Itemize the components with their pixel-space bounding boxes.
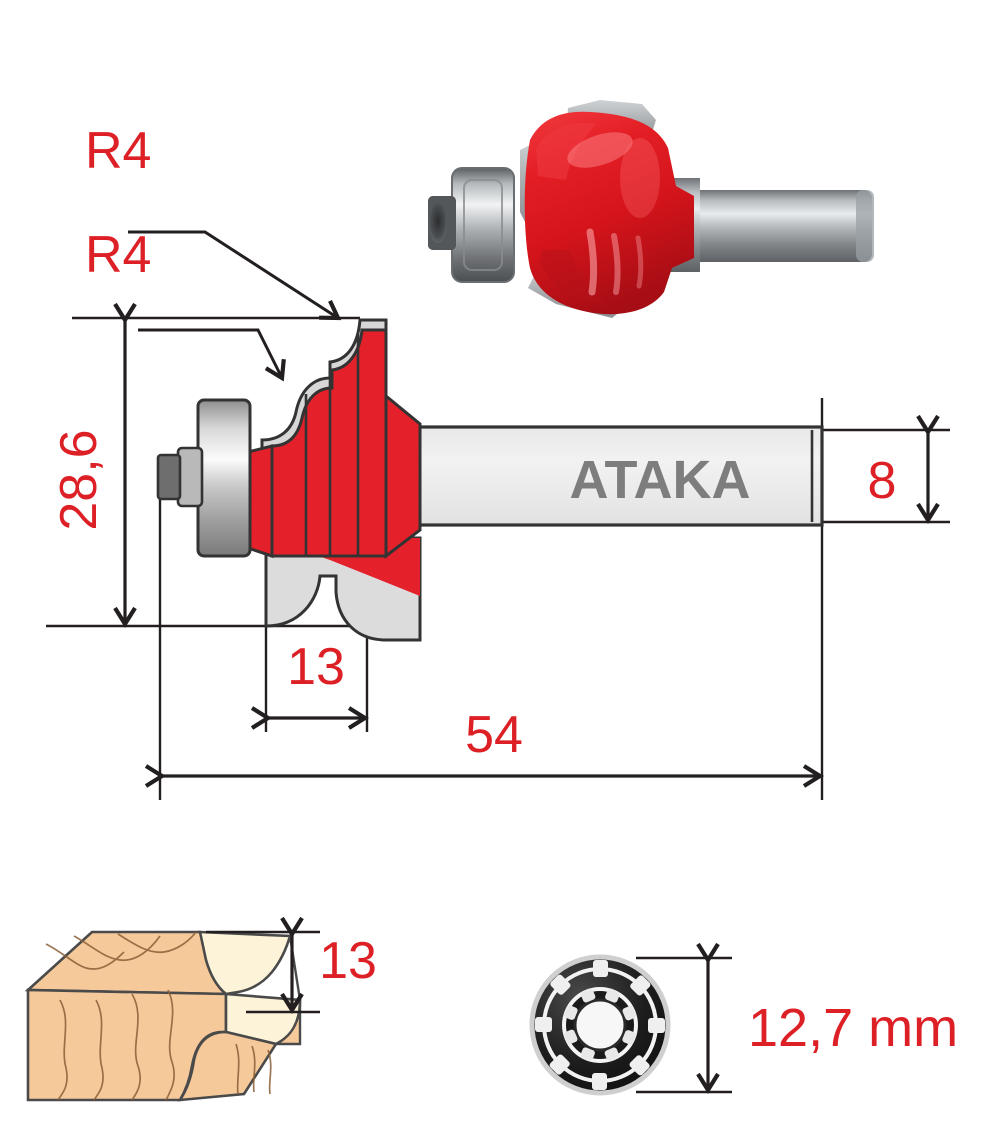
router-bit-photograph bbox=[428, 100, 874, 318]
label-r4-upper: R4 bbox=[85, 122, 151, 180]
shank-body bbox=[416, 425, 824, 527]
label-length-54: 54 bbox=[465, 706, 523, 764]
leader-r4-lower bbox=[138, 328, 286, 382]
cutter-head bbox=[246, 318, 422, 560]
label-workpiece-13: 13 bbox=[319, 932, 377, 990]
ball-bearing-end-view: 12,7 mm bbox=[529, 942, 958, 1096]
leader-r4-upper bbox=[128, 230, 342, 321]
label-profile-13: 13 bbox=[287, 638, 345, 696]
guide-bearing-section bbox=[156, 398, 252, 558]
label-bearing-12-7: 12,7 mm bbox=[748, 998, 958, 1058]
label-r4-lower: R4 bbox=[85, 226, 151, 284]
label-brand-ataka: ATAKA bbox=[570, 450, 751, 510]
wood-profile-sample: 13 bbox=[24, 916, 377, 1102]
label-shank-8: 8 bbox=[868, 452, 897, 510]
label-height-28-6: 28,6 bbox=[50, 429, 108, 530]
